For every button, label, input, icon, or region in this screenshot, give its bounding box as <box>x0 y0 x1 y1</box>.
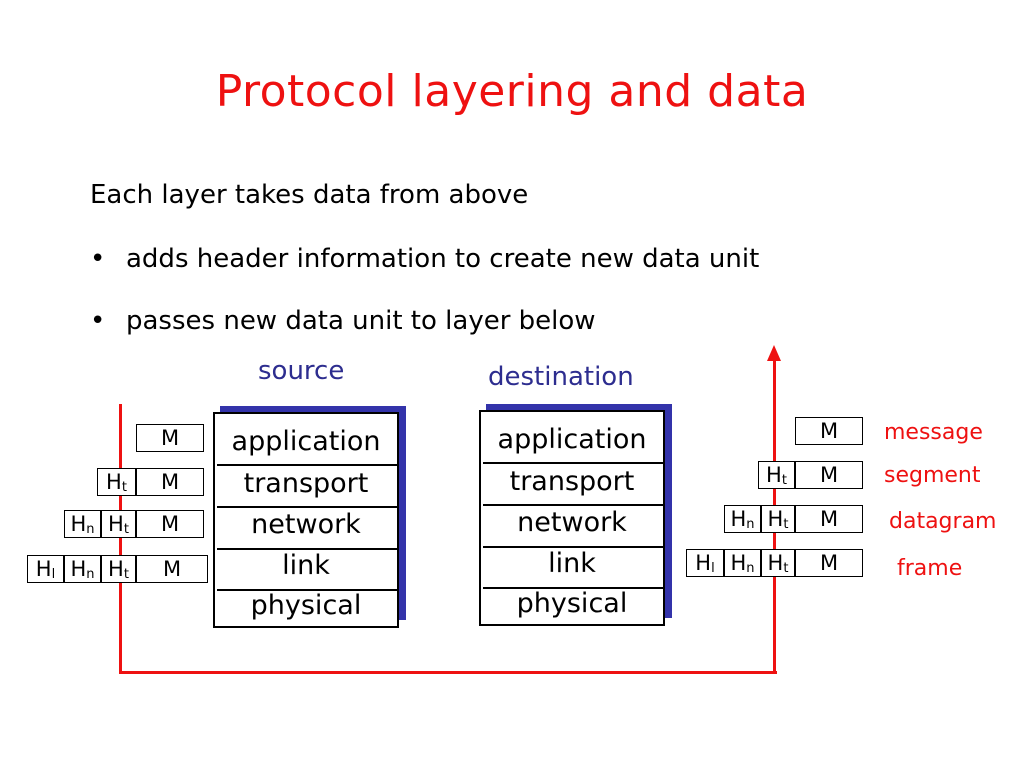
pdu-name-message: message <box>884 420 983 445</box>
path-bottom <box>119 671 777 674</box>
layer-physical: physical <box>516 588 628 619</box>
stack-box: application transport network link physi… <box>479 410 665 626</box>
layer-network: network <box>251 509 361 540</box>
layer-link: link <box>548 548 596 579</box>
layer-divider <box>483 462 663 464</box>
slide-title: Protocol layering and data <box>215 66 809 117</box>
layer-transport: transport <box>509 466 635 497</box>
layer-divider <box>217 464 397 466</box>
layer-network: network <box>517 507 627 538</box>
path-left-vertical <box>119 404 122 674</box>
pdu-name-datagram: datagram <box>889 509 997 534</box>
message-box: M <box>136 555 208 583</box>
message-box: M <box>795 549 863 577</box>
link-header-box: Hl <box>686 549 724 577</box>
layer-physical: physical <box>250 590 362 621</box>
transport-header-box: Ht <box>97 468 136 496</box>
pdu-name-segment: segment <box>884 463 981 488</box>
message-box: M <box>795 417 863 445</box>
layer-divider <box>483 587 663 589</box>
bullet-item: • adds header information to create new d… <box>90 244 759 274</box>
bullet-item: • passes new data unit to layer below <box>90 306 596 336</box>
bullet-text: adds header information to create new da… <box>126 244 760 274</box>
layer-transport: transport <box>243 468 369 499</box>
message-box: M <box>795 461 863 489</box>
layer-divider <box>483 504 663 506</box>
layer-divider <box>217 506 397 508</box>
intro-text: Each layer takes data from above <box>90 180 529 210</box>
layer-divider <box>217 589 397 591</box>
layer-application: application <box>231 426 381 457</box>
source-label: source <box>258 356 345 386</box>
transport-header-box: Ht <box>758 461 795 489</box>
pdu-name-frame: frame <box>897 556 963 581</box>
bullet-dot: • <box>90 306 106 336</box>
layer-divider <box>483 546 663 548</box>
message-box: M <box>136 510 204 538</box>
layer-divider <box>217 548 397 550</box>
transport-header-box: Ht <box>101 555 136 583</box>
up-arrow-icon <box>767 345 781 361</box>
transport-header-box: Ht <box>761 505 795 533</box>
link-header-box: Hl <box>27 555 64 583</box>
bullet-text: passes new data unit to layer below <box>126 306 596 336</box>
network-header-box: Hn <box>724 549 761 577</box>
message-box: M <box>136 468 204 496</box>
stack-box: application transport network link physi… <box>213 412 399 628</box>
message-box: M <box>136 424 204 452</box>
network-header-box: Hn <box>64 510 101 538</box>
destination-label: destination <box>488 362 634 392</box>
message-box: M <box>795 505 863 533</box>
layer-link: link <box>282 550 330 581</box>
layer-application: application <box>497 424 647 455</box>
network-header-box: Hn <box>724 505 761 533</box>
transport-header-box: Ht <box>101 510 136 538</box>
transport-header-box: Ht <box>761 549 795 577</box>
network-header-box: Hn <box>64 555 101 583</box>
bullet-dot: • <box>90 244 106 274</box>
